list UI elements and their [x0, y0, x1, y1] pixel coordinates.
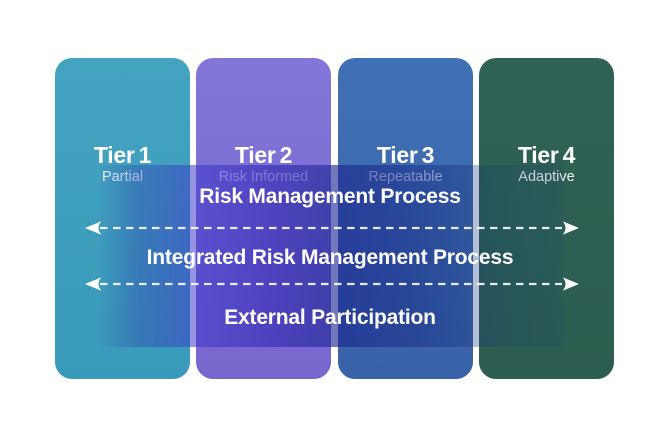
tier-title: Tier 4	[517, 142, 576, 168]
band-label-integrated-risk-management: Integrated Risk Management Process	[146, 246, 514, 269]
tier-title: Tier 2	[234, 142, 293, 168]
process-overlay-band	[97, 165, 563, 347]
tier-title: Tier 3	[376, 142, 435, 168]
bidirectional-arrow-icon	[84, 276, 580, 292]
bidirectional-arrow-icon	[84, 220, 580, 236]
band-label-external-participation: External Participation	[224, 306, 436, 329]
band-label-risk-management: Risk Management Process	[199, 185, 461, 208]
tier-title: Tier 1	[93, 142, 152, 168]
